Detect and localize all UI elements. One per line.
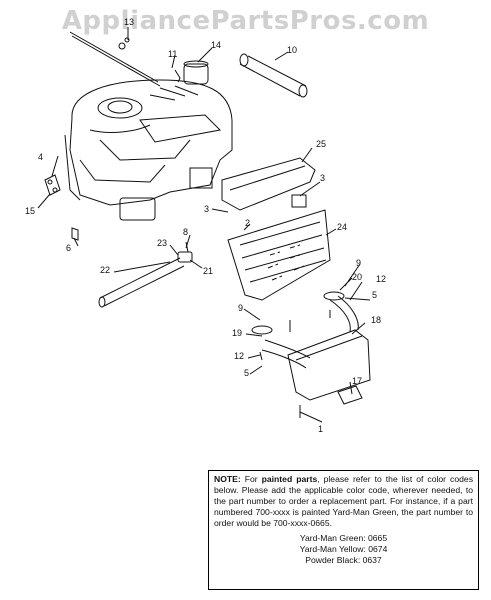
note-box: NOTE: For painted parts, please refer to… [208,470,479,590]
callout-3-upper: 3 [320,173,325,183]
callout-21: 21 [203,266,213,276]
heat-shield [221,157,316,211]
callout-10: 10 [287,45,297,55]
callout-14: 14 [211,40,221,50]
color-code-black: Powder Black: 0637 [305,555,382,565]
callout-15: 15 [25,206,35,216]
exhaust-tip [337,385,363,405]
color-code-list: Yard-Man Green: 0665 Yard-Man Yellow: 06… [214,533,473,566]
callout-19: 19 [232,328,242,338]
callout-24: 24 [337,222,347,232]
callout-12-upper: 12 [376,274,386,284]
note-text-1: For [240,474,262,484]
callout-4: 4 [38,152,43,162]
callout-5-lower: 5 [244,368,249,378]
muffler-guard [227,209,331,301]
callout-12-lower: 12 [234,351,244,361]
callout-5-upper: 5 [372,290,377,300]
note-text: NOTE: For painted parts, please refer to… [214,474,473,529]
callout-20: 20 [352,272,362,282]
callout-6: 6 [66,243,71,253]
muffler [287,329,371,401]
callout-9-lower: 9 [238,303,243,313]
hose [239,55,307,97]
color-code-green: Yard-Man Green: 0665 [299,533,388,543]
oil-filter [183,63,209,85]
callout-3-left: 3 [204,204,209,214]
callout-23: 23 [157,238,167,248]
callout-17: 17 [352,376,362,386]
callout-9-upper: 9 [356,258,361,268]
callout-13: 13 [124,17,134,27]
dipstick-tube [69,31,161,87]
callout-1: 1 [318,424,323,434]
callouts: 13 11 14 10 4 15 6 25 3 3 2 24 8 23 21 2… [25,17,386,434]
color-code-yellow: Yard-Man Yellow: 0674 [299,544,388,554]
callout-18: 18 [371,315,381,325]
note-label: NOTE: [214,474,241,484]
callout-22: 22 [100,265,110,275]
note-text-2: , please refer to the list of color code… [214,474,473,528]
callout-11: 11 [168,49,177,59]
note-emphasis: painted parts [261,474,318,484]
engine-illustration [64,79,233,221]
callout-25: 25 [316,139,326,149]
callout-2: 2 [245,218,250,228]
watermark: AppliancePartsPros.com [61,6,430,36]
callout-8: 8 [183,227,188,237]
exhaust-pipe [99,257,185,307]
